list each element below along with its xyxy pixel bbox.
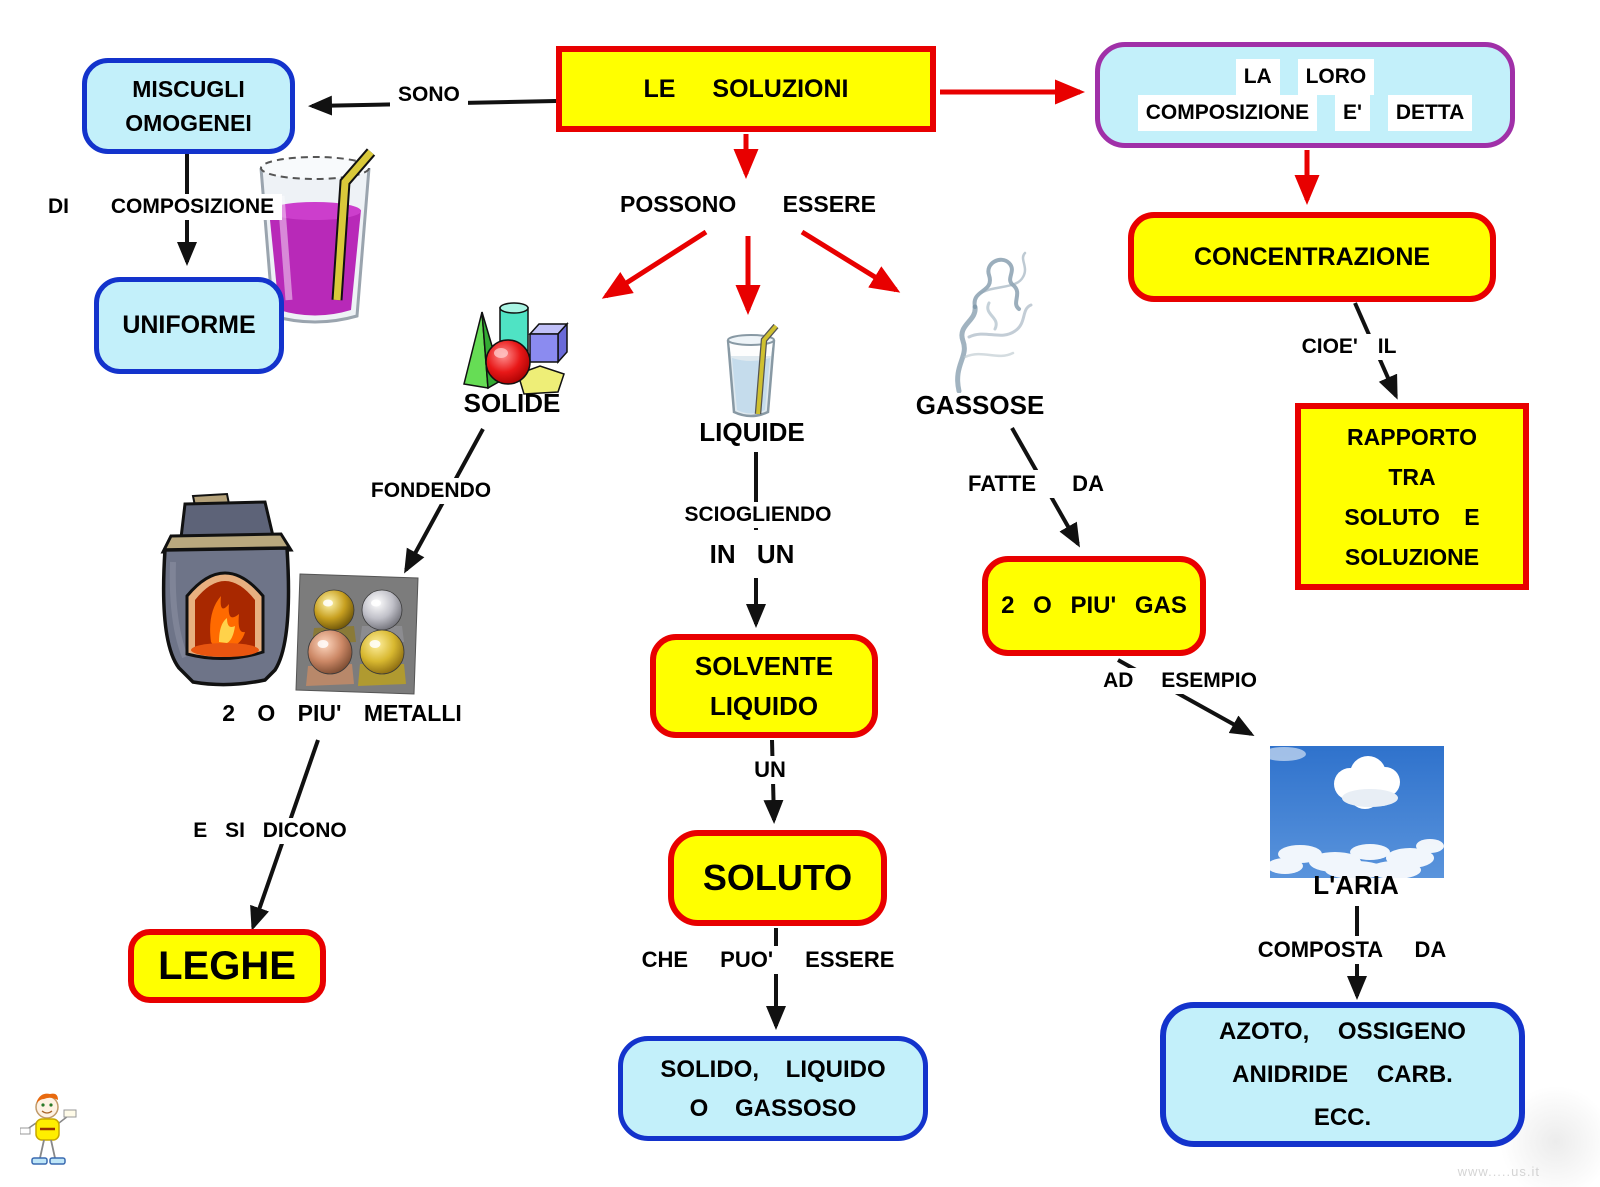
node-leghe: LEGHE (128, 929, 326, 1003)
node-le-soluzioni-label: LE SOLUZIONI (643, 74, 849, 103)
label-ad-esempio: AD ESEMPIO (1095, 668, 1265, 694)
soluto-label: SOLUTO (702, 856, 853, 898)
rapporto-line4: SOLUZIONE (1344, 543, 1480, 570)
la-loro-line2: COMPOSIZIONE E' DETTA (1132, 95, 1479, 131)
node-solido-liquido-gassoso: SOLIDO, LIQUIDO O GASSOSO (618, 1036, 928, 1141)
label-liquide: LIQUIDE (699, 417, 805, 447)
node-azoto-ossigeno: AZOTO, OSSIGENO ANIDRIDE CARB. ECC. (1160, 1002, 1525, 1147)
rapporto-line3: SOLUTO E (1344, 503, 1480, 530)
label-di-composizione: DI COMPOSIZIONE (40, 194, 283, 220)
label-fatte-da: FATTE DA (960, 470, 1112, 498)
word-e: E' (1334, 95, 1370, 131)
node-concentrazione: CONCENTRAZIONE (1128, 212, 1496, 302)
node-uniforme: UNIFORME (94, 277, 284, 374)
miscugli-line2: OMOGENEI (125, 110, 252, 136)
concentrazione-label: CONCENTRAZIONE (1193, 242, 1431, 271)
geometric-solids-image (460, 300, 572, 401)
la-loro-line1: LA LORO (1230, 59, 1381, 95)
mascot-image (19, 1090, 80, 1173)
azoto-line2: ANIDRIDE CARB. (1232, 1061, 1453, 1088)
word-detta: DETTA (1387, 95, 1473, 131)
node-soluto: SOLUTO (668, 830, 887, 926)
label-2-o-piu-metalli: 2 O PIU' METALLI (222, 700, 462, 726)
furnace-image (153, 492, 303, 692)
metal-spheres-image (292, 570, 422, 703)
label-solide: SOLIDE (463, 388, 561, 418)
rapporto-line2: TRA (1388, 463, 1436, 490)
label-sciogliendo: SCIOGLIENDO (676, 502, 840, 528)
azoto-line1: AZOTO, OSSIGENO (1219, 1018, 1466, 1045)
drink-glass-image (253, 148, 377, 333)
label-cioe-il: CIOE' IL (1293, 334, 1405, 360)
label-possono-essere: POSSONO ESSERE (611, 190, 885, 219)
smoke-image (925, 245, 1043, 398)
azoto-line3: ECC. (1313, 1104, 1372, 1131)
label-sono: SONO (390, 82, 468, 108)
rapporto-line1: RAPPORTO (1347, 423, 1477, 450)
label-e-si-dicono: E SI DICONO (185, 818, 355, 844)
leghe-label: LEGHE (158, 944, 296, 988)
node-solvente-liquido: SOLVENTE LIQUIDO (650, 634, 878, 738)
node-miscugli-omogenei: MISCUGLI OMOGENEI (82, 58, 295, 154)
node-la-loro-composizione: LA LORO COMPOSIZIONE E' DETTA (1095, 42, 1515, 148)
label-un: UN (746, 756, 794, 784)
miscugli-line1: MISCUGLI (132, 76, 245, 102)
word-la: LA (1235, 59, 1280, 95)
water-glass-image (720, 323, 782, 429)
label-laria: L'ARIA (1313, 870, 1399, 900)
uniforme-label: UNIFORME (122, 311, 256, 340)
label-fondendo: FONDENDO (362, 478, 500, 504)
solvente-line1: SOLVENTE (694, 651, 834, 681)
node-2-o-piu-gas: 2 O PIU' GAS (982, 556, 1206, 656)
sky-image (1262, 746, 1444, 883)
node-rapporto: RAPPORTO TRA SOLUTO E SOLUZIONE (1295, 403, 1529, 590)
label-che-puo-essere: CHE PUO' ESSERE (633, 946, 903, 974)
label-gassose: GASSOSE (915, 390, 1045, 420)
label-in-un: IN UN (701, 538, 803, 571)
word-loro: LORO (1297, 59, 1375, 95)
solido-line2: O GASSOSO (689, 1094, 857, 1122)
solido-line1: SOLIDO, LIQUIDO (660, 1055, 886, 1083)
watermark-text: www.....us.it (1457, 1164, 1540, 1179)
gas2-label: 2 O PIU' GAS (1001, 591, 1187, 619)
word-composizione: COMPOSIZIONE (1137, 95, 1318, 131)
node-le-soluzioni: LE SOLUZIONI (556, 46, 936, 132)
solvente-line2: LIQUIDO (709, 691, 819, 721)
label-composta-da: COMPOSTA DA (1249, 936, 1455, 964)
